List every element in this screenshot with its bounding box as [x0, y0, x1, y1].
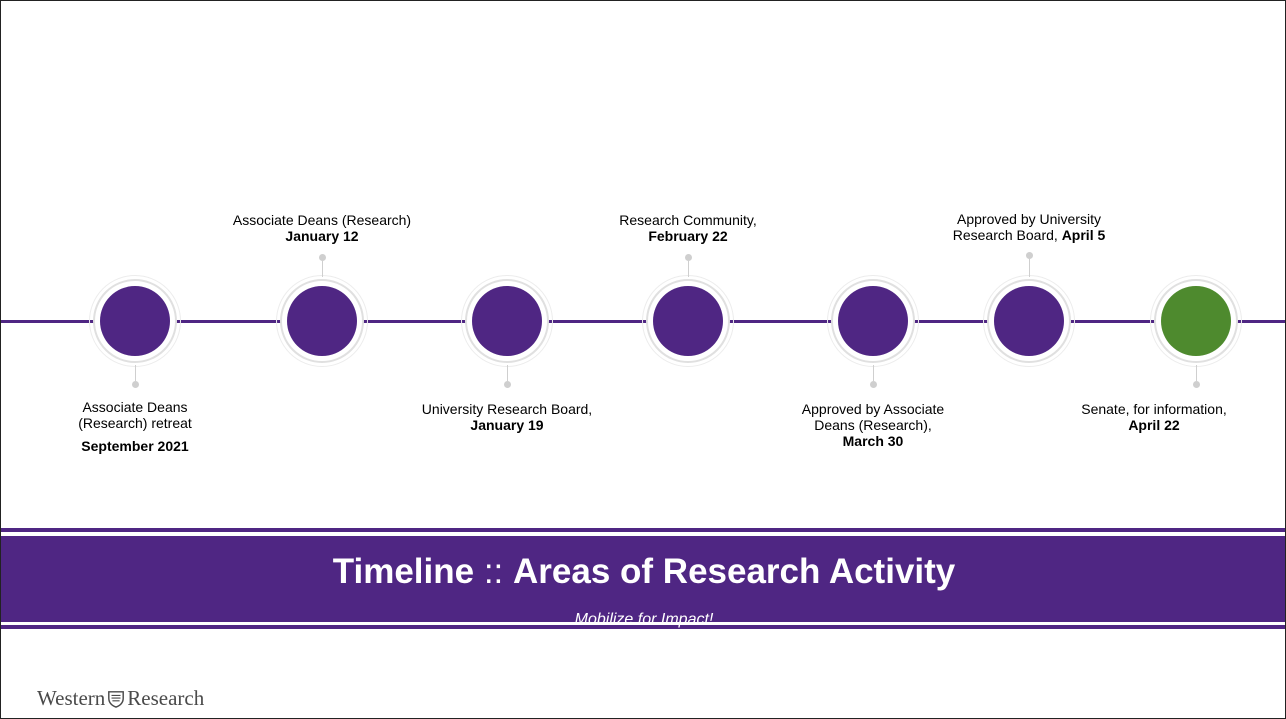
label-line-with-date: Research Board, April 5: [909, 227, 1149, 243]
milestone-ring: [461, 275, 553, 367]
milestone-2: Associate Deans (Research) January 12: [233, 1, 411, 367]
title-band-bottom-rule: [1, 625, 1285, 629]
milestone-dot: [653, 286, 723, 356]
connector-pin: [132, 381, 139, 388]
brand-logo: Western Research: [37, 686, 204, 711]
connector-stem: [322, 261, 323, 277]
label-line: Research Community,: [619, 212, 757, 228]
label-line: Associate Deans: [82, 399, 188, 415]
milestone-label: Senate, for information, April 22: [1054, 401, 1254, 433]
label-line: Senate, for information,: [1081, 401, 1227, 417]
label-line: Approved by University: [957, 211, 1101, 227]
crest-icon: [108, 690, 125, 708]
milestone-dot: [100, 286, 170, 356]
label-line: University Research Board,: [421, 401, 593, 417]
connector-pin: [685, 254, 692, 261]
milestone-label: Approved by University Research Board, A…: [909, 211, 1149, 243]
title-part-2: Areas of Research Activity: [513, 552, 956, 591]
connector-stem: [688, 261, 689, 277]
milestone-ring: [276, 275, 368, 367]
milestone-label: Research Community, February 22: [568, 212, 808, 244]
brand-left: Western: [37, 686, 106, 710]
milestone-date: February 22: [648, 228, 728, 244]
milestone-date: April 5: [1061, 227, 1106, 243]
brand-right: Research: [127, 686, 205, 710]
title-part-1: Timeline: [332, 552, 475, 591]
milestone-label: Associate Deans (Research) January 12: [202, 212, 442, 244]
milestone-date: January 12: [285, 228, 359, 244]
label-line: Associate Deans (Research): [232, 212, 412, 228]
connector-stem: [1029, 259, 1030, 277]
connector-stem: [1196, 365, 1197, 381]
label-line: Research Board,: [952, 227, 1058, 243]
milestone-dot: [994, 286, 1064, 356]
label-line: Deans (Research),: [814, 417, 932, 433]
milestone-ring: [983, 275, 1075, 367]
milestone-3: University Research Board, January 19: [422, 1, 592, 433]
milestone-4: Research Community, February 22: [619, 1, 757, 367]
milestone-ring: [89, 275, 181, 367]
milestone-ring: [642, 275, 734, 367]
milestone-label: Associate Deans (Research) retreat Septe…: [15, 399, 255, 454]
milestone-6: Approved by University Research Board, A…: [953, 1, 1105, 367]
connector-pin: [1193, 381, 1200, 388]
connector-stem: [135, 365, 136, 381]
milestone-5: Approved by Associate Deans (Research), …: [802, 1, 944, 449]
milestone-ring: [827, 275, 919, 367]
label-line: Approved by Associate: [801, 401, 945, 417]
milestone-date: September 2021: [81, 438, 189, 454]
milestone-dot: [838, 286, 908, 356]
title-band-top-rule: [1, 528, 1285, 532]
milestone-label: University Research Board, January 19: [387, 401, 627, 433]
milestone-dot: [472, 286, 542, 356]
connector-pin: [319, 254, 326, 261]
connector-pin: [870, 381, 877, 388]
slide-subtitle: Mobilize for Impact!: [574, 611, 714, 628]
connector-stem: [507, 365, 508, 381]
milestone-date: January 19: [470, 417, 544, 433]
connector-pin: [1026, 252, 1033, 259]
milestone-date: April 22: [1128, 417, 1180, 433]
connector-pin: [504, 381, 511, 388]
milestone-ring: [1150, 275, 1242, 367]
title-band: [1, 536, 1285, 622]
slide-title: Timeline :: Areas of Research Activity: [1, 552, 1285, 592]
milestone-dot-current: [1161, 286, 1231, 356]
milestone-label: Approved by Associate Deans (Research), …: [753, 401, 993, 449]
milestone-date: March 30: [842, 433, 904, 449]
label-line: (Research) retreat: [78, 415, 192, 431]
milestone-1: Associate Deans (Research) retreat Septe…: [78, 1, 192, 454]
milestone-dot: [287, 286, 357, 356]
title-separator: ::: [474, 552, 514, 591]
connector-stem: [873, 365, 874, 381]
milestone-7: Senate, for information, April 22: [1081, 1, 1242, 433]
